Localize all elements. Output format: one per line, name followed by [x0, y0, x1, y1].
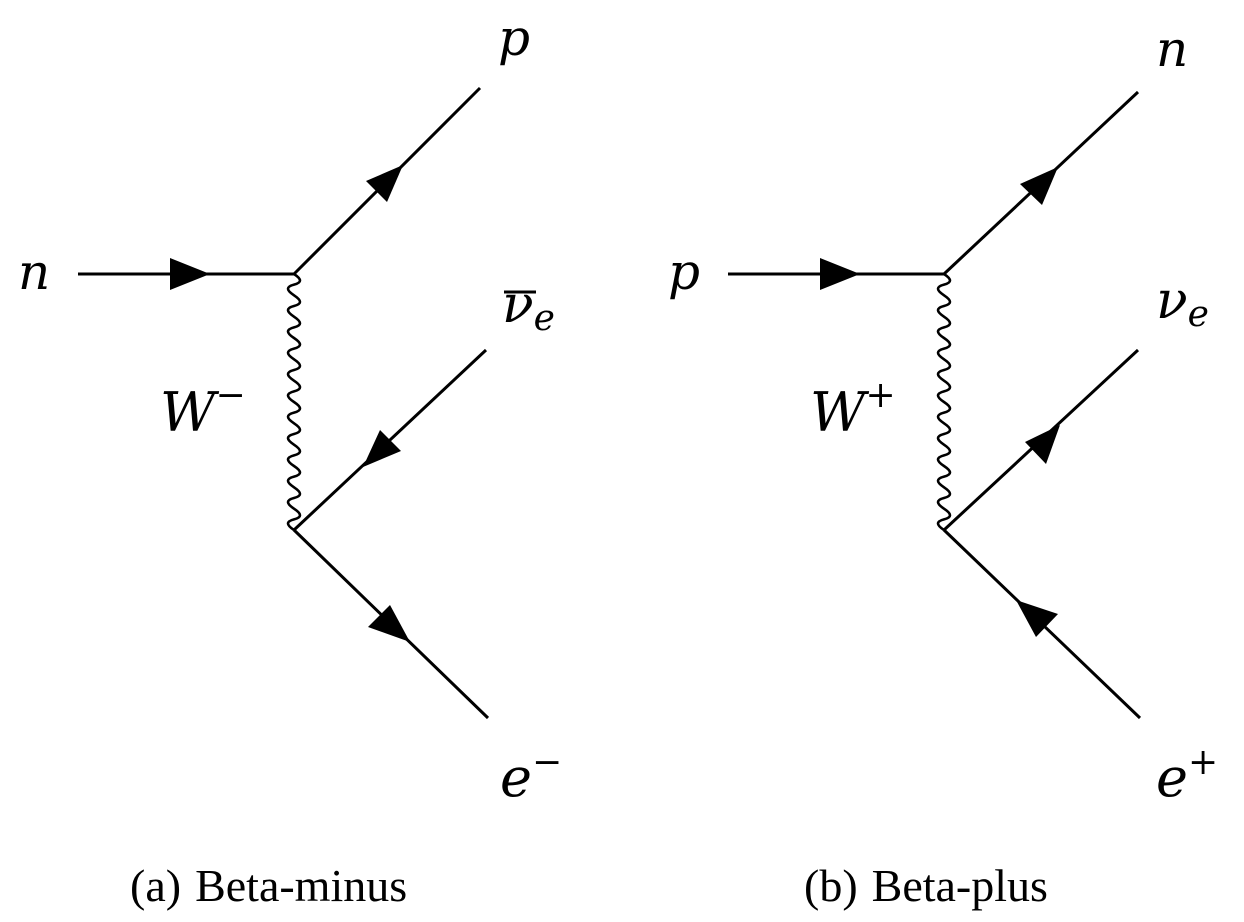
neutrino-base-b: ν: [1156, 271, 1188, 331]
antineutrino-arrow-a: [363, 430, 401, 467]
boson-wavy-line-b: [936, 272, 952, 532]
caption-text-b: Beta-plus: [872, 860, 1048, 911]
label-boson-w-minus: W−: [160, 375, 246, 444]
boson-wavy-line-a: [286, 272, 302, 532]
label-outgoing-n: n: [1156, 20, 1188, 78]
label-electron: e−: [500, 742, 562, 809]
neutrino-base-a: ν: [502, 275, 534, 335]
label-incoming-p: p: [668, 243, 700, 301]
neutrino-arrow-b: [1025, 425, 1060, 464]
positron-arrow-b: [1016, 600, 1058, 637]
label-incoming-n: n: [18, 243, 50, 301]
caption-tag-a: (a): [130, 860, 181, 911]
boson-charge-a: −: [216, 375, 246, 416]
label-outgoing-p: p: [498, 9, 530, 67]
positron-charge-b: +: [1188, 742, 1218, 783]
label-neutrino: νe: [1156, 271, 1209, 335]
positron-base-b: e: [1156, 746, 1188, 809]
electron-arrow-a: [368, 605, 410, 642]
label-positron: e+: [1156, 742, 1218, 809]
caption-text-a: Beta-minus: [195, 860, 407, 911]
neutrino-sub-a: e: [534, 298, 555, 339]
incoming-arrow-b: [820, 258, 860, 290]
caption-tag-b: (b): [804, 860, 858, 911]
boson-base-a: W: [160, 381, 220, 444]
neutrino-sub-b: e: [1188, 294, 1209, 335]
electron-base-a: e: [500, 746, 532, 809]
diagram-beta-minus: n p W− νe e− (a)Beta-minus: [18, 9, 562, 911]
outgoing-top-arrow-a: [366, 165, 403, 202]
boson-base-b: W: [810, 381, 870, 444]
boson-charge-b: +: [866, 375, 896, 416]
incoming-arrow-a: [170, 258, 210, 290]
label-antineutrino: νe: [502, 275, 555, 339]
label-boson-w-plus: W+: [810, 375, 896, 444]
caption-b: (b) Beta-plus: [804, 860, 1048, 911]
outgoing-top-arrow-b: [1020, 167, 1058, 205]
caption-a: (a) Beta-minus: [130, 860, 407, 911]
electron-charge-a: −: [532, 742, 562, 783]
diagram-beta-plus: p n W+ νe e+ (b)Beta-plus: [668, 20, 1218, 911]
